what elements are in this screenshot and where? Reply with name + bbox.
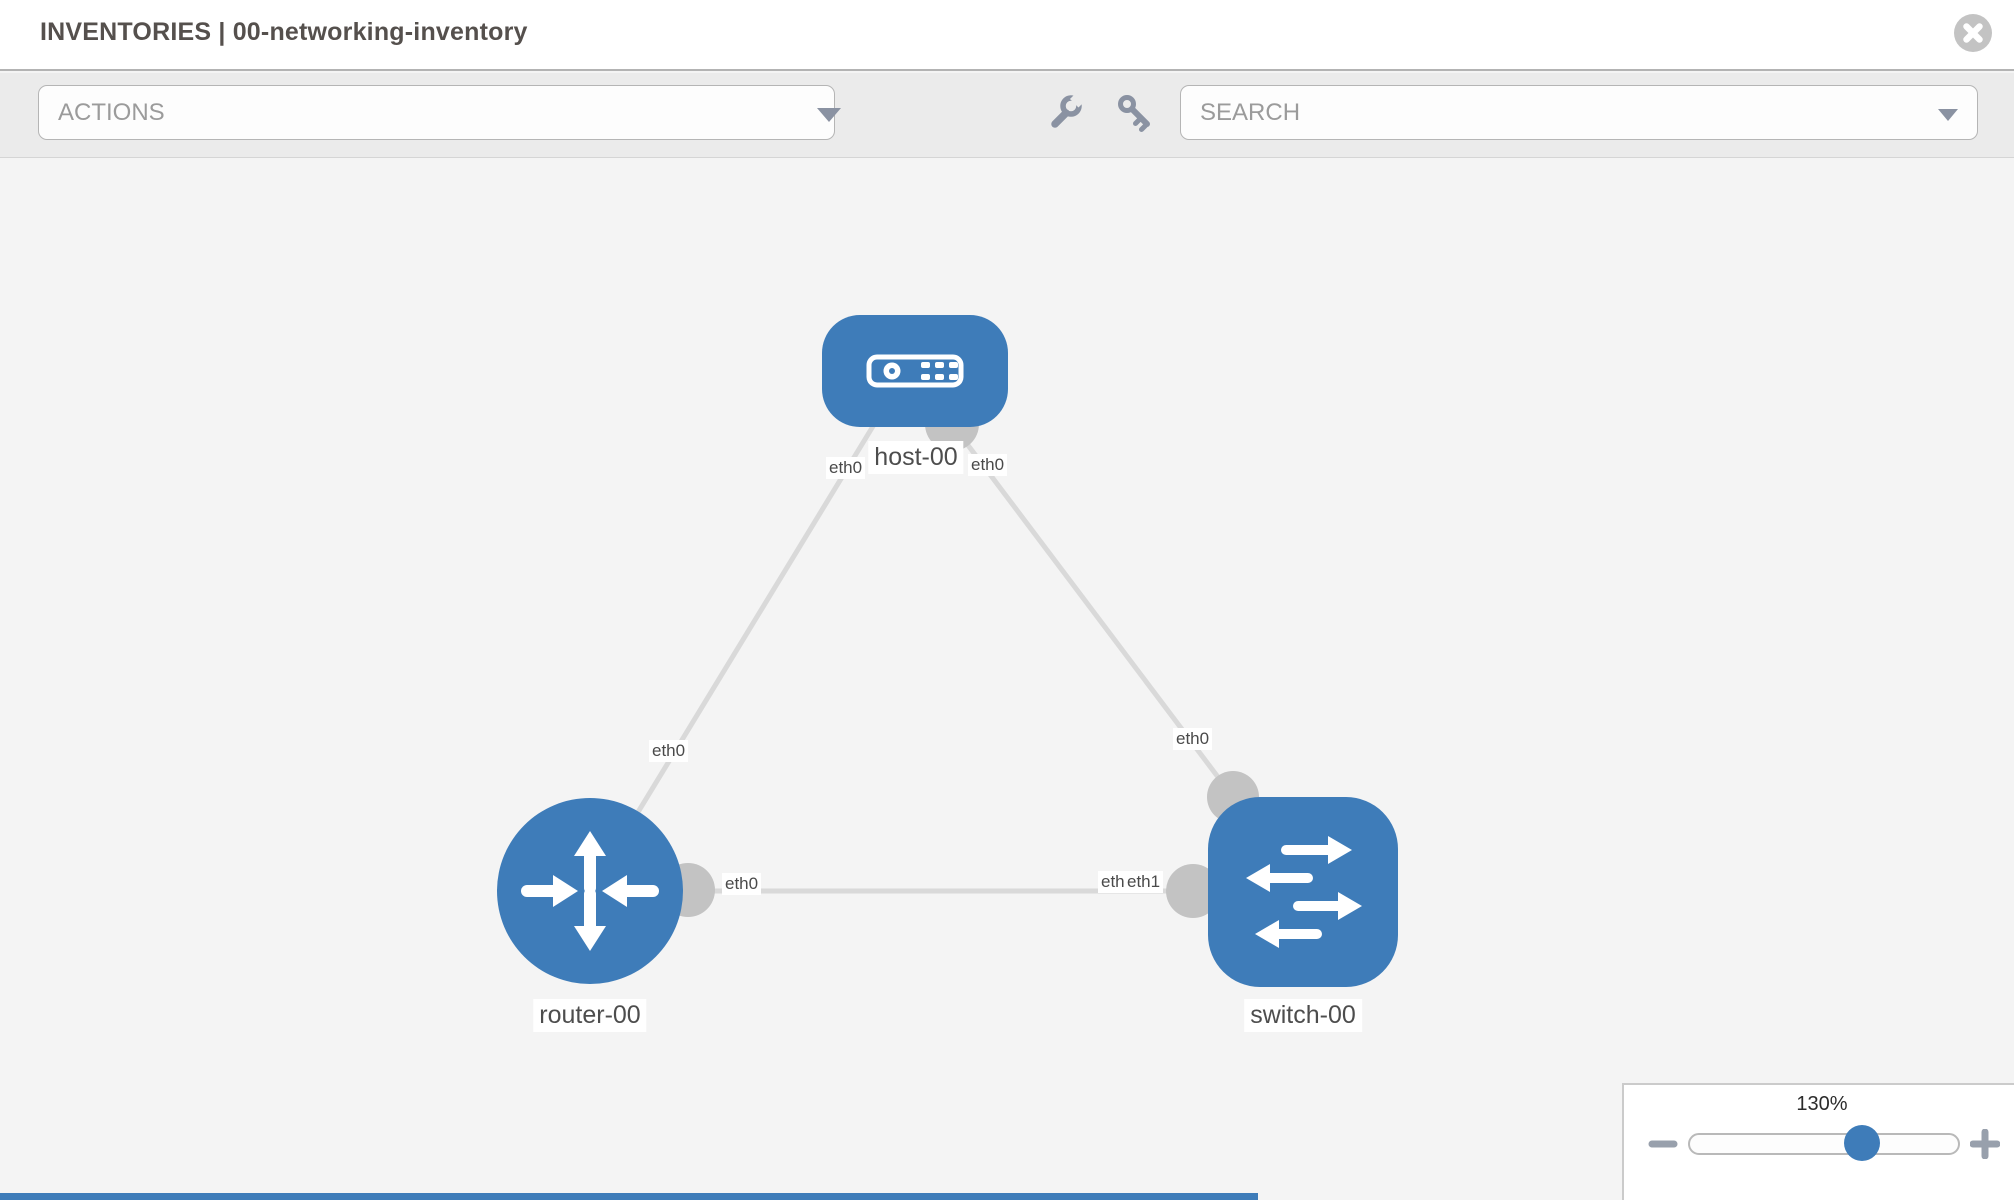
header: INVENTORIES | 00-networking-inventory [0,0,2014,71]
zoom-slider-thumb[interactable] [1844,1125,1880,1161]
connector-switch-left[interactable] [1166,864,1220,918]
search-dropdown[interactable]: SEARCH [1180,85,1978,140]
plus-icon [1969,1128,2001,1160]
zoom-out-button[interactable] [1648,1133,1678,1160]
zoom-slider-track[interactable] [1688,1125,1960,1161]
interface-label-eth0-switch-top: eth0 [1173,728,1213,750]
actions-dropdown-label: ACTIONS [58,99,165,126]
search-dropdown-label: SEARCH [1200,99,1301,126]
interface-label-eth1-switch-left: eth1 [1124,871,1164,893]
wrench-icon [1051,92,1085,128]
page-title: INVENTORIES | 00-networking-inventory [40,18,528,46]
interface-label-eth0-router-top: eth0 [649,740,689,762]
node-host-00[interactable] [822,315,1008,427]
node-label-host[interactable]: host-00 [868,441,964,474]
key-icon [1118,95,1150,132]
key-button[interactable] [1116,93,1156,138]
chevron-down-icon [817,108,841,122]
node-label-router[interactable]: router-00 [533,999,647,1032]
toolbar: ACTIONS SEARCH [0,73,2014,158]
zoom-level-value: 130% [1796,1093,1848,1115]
interface-label-eth0-host-right: eth0 [968,454,1008,476]
node-router-00[interactable] [497,798,683,984]
interface-connectors [661,397,1259,918]
bottom-bar [0,1193,1258,1200]
interface-label-eth0-host-left: eth0 [826,457,866,479]
chevron-down-icon [1938,109,1958,121]
minus-icon [1648,1140,1678,1148]
actions-dropdown[interactable]: ACTIONS [38,85,841,140]
node-label-switch[interactable]: switch-00 [1244,999,1362,1032]
wrench-button[interactable] [1048,92,1086,136]
host-icon [866,354,964,388]
zoom-in-button[interactable] [1969,1128,2001,1164]
router-icon [521,831,659,951]
link-lines [587,416,1235,894]
close-icon [1963,23,1983,43]
switch-icon [1246,836,1362,948]
interface-label-eth0-router-right: eth0 [722,873,762,895]
close-button[interactable] [1954,14,1992,52]
node-switch-00[interactable] [1208,797,1398,987]
zoom-control-panel: 130% [1622,1083,2014,1200]
